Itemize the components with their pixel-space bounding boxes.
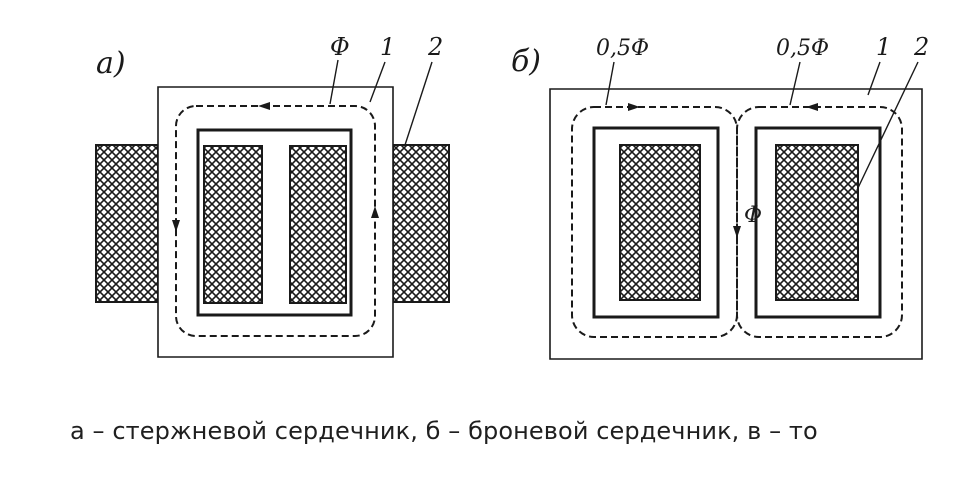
- panel-b-label: б): [511, 44, 541, 79]
- panel-a-callout-1-leader: [369, 61, 386, 103]
- panel-b-window-left-edge: [592, 126, 720, 319]
- panel-a-winding-left-outer: [95, 144, 159, 303]
- panel-a-callout-1: 1: [380, 33, 395, 61]
- panel-a-winding-right-inner: [289, 145, 347, 304]
- panel-a-flux-arrow-top: [258, 102, 270, 110]
- figure-caption: а – стержневой сердечник, б – броневой с…: [70, 417, 818, 445]
- panel-b-winding-left: [619, 144, 701, 301]
- panel-b-window-right-edge: [754, 126, 882, 319]
- panel-b-callout-1: 1: [876, 33, 891, 61]
- panel-a-flux-label: Φ: [330, 33, 350, 61]
- panel-b-flux-arrow-right: [806, 103, 818, 111]
- panel-a-callout-2-leader: [404, 61, 433, 146]
- panel-a-flux-arrow-right: [371, 206, 379, 218]
- panel-b-callout-1-leader: [867, 61, 881, 96]
- transformer-cores-figure: а) Φ 1 2 б) 0,5Φ 0,5Φ Φ 1 2: [95, 33, 929, 360]
- panel-b-flux-right-leader: [789, 61, 801, 106]
- panel-b-flux-left-label: 0,5Φ: [596, 36, 649, 61]
- panel-b-callout-2: 2: [913, 33, 929, 61]
- panel-b-flux-path-left: [571, 106, 738, 338]
- panel-a-callout-2: 2: [427, 33, 443, 61]
- panel-b-flux-path-right: [736, 106, 903, 338]
- panel-b-flux-center-label: Φ: [744, 203, 762, 228]
- panel-b-flux-left-leader: [605, 61, 615, 106]
- panel-a-flux-leader: [329, 59, 339, 105]
- panel-a-core-type: а) Φ 1 2: [95, 33, 450, 358]
- panel-b-shell-type: б) 0,5Φ 0,5Φ Φ 1 2: [511, 33, 929, 360]
- panel-a-winding-right-outer: [392, 144, 450, 303]
- panel-b-flux-right-label: 0,5Φ: [776, 36, 829, 61]
- panel-a-flux-arrow-left: [172, 220, 180, 232]
- panel-b-callout-2-leader: [856, 61, 919, 191]
- panel-a-window-inner-edge: [196, 128, 353, 317]
- panel-b-winding-right: [775, 144, 859, 301]
- panel-a-label: а): [96, 46, 126, 81]
- panel-b-flux-arrow-left: [628, 103, 640, 111]
- panel-b-flux-arrow-center: [733, 226, 741, 238]
- panel-a-winding-left-inner: [203, 145, 263, 304]
